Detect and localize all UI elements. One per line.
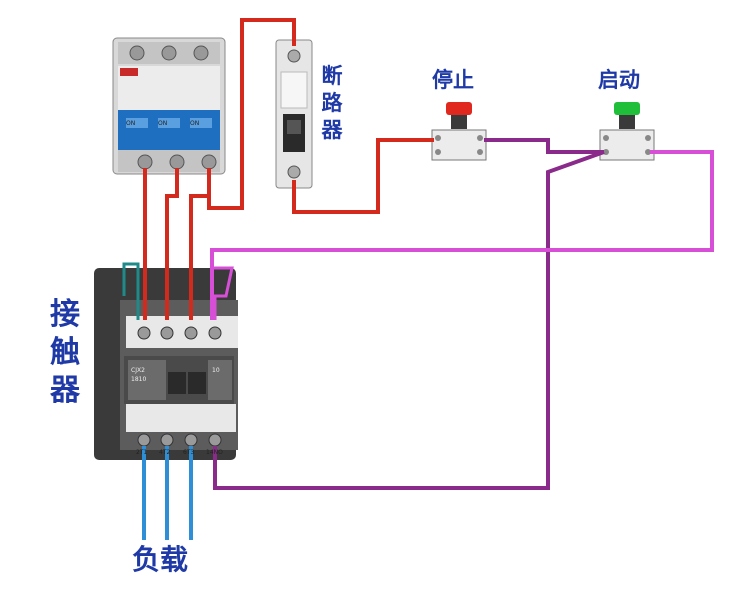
contactor-model-line-2: 1810 [131,376,147,383]
load-label: 负载 [132,543,189,576]
hold-in-wire [213,150,605,490]
coil-feed-wire [210,150,714,320]
contactor-label: 接 触 器 [50,297,80,408]
control-breaker-out-wire [292,138,434,214]
stop-to-start-wire [484,138,604,154]
control-feed-wire [207,18,296,210]
stop-button-device [431,102,487,161]
terminal-label-14no: 14NO [206,449,223,456]
breaker-label: 断 路 器 [321,64,343,142]
phase-wire-l3 [189,168,211,320]
aux-link-wire [122,262,140,320]
contactor-model-line-1: CJX2 [131,367,145,374]
mcb-pole-label-2: ON [158,120,168,127]
terminal-label-2t1: 2T1 [136,449,148,456]
mcb-pole-label-3: ON [190,120,200,127]
phase-wire-l2 [165,168,179,320]
terminal-label-6t3: 6T3 [183,449,195,456]
terminal-label-4t2: 4T2 [159,449,171,456]
contactor [94,268,238,460]
stop-label: 停止 [432,68,474,92]
control-breaker [275,39,313,189]
coil-link-wire [212,266,234,320]
contactor-rating: 10 [212,367,220,374]
mcb-pole-label-1: ON [126,120,136,127]
start-label: 启动 [598,68,640,92]
start-button-device [599,102,655,161]
three-pole-breaker [112,37,226,175]
